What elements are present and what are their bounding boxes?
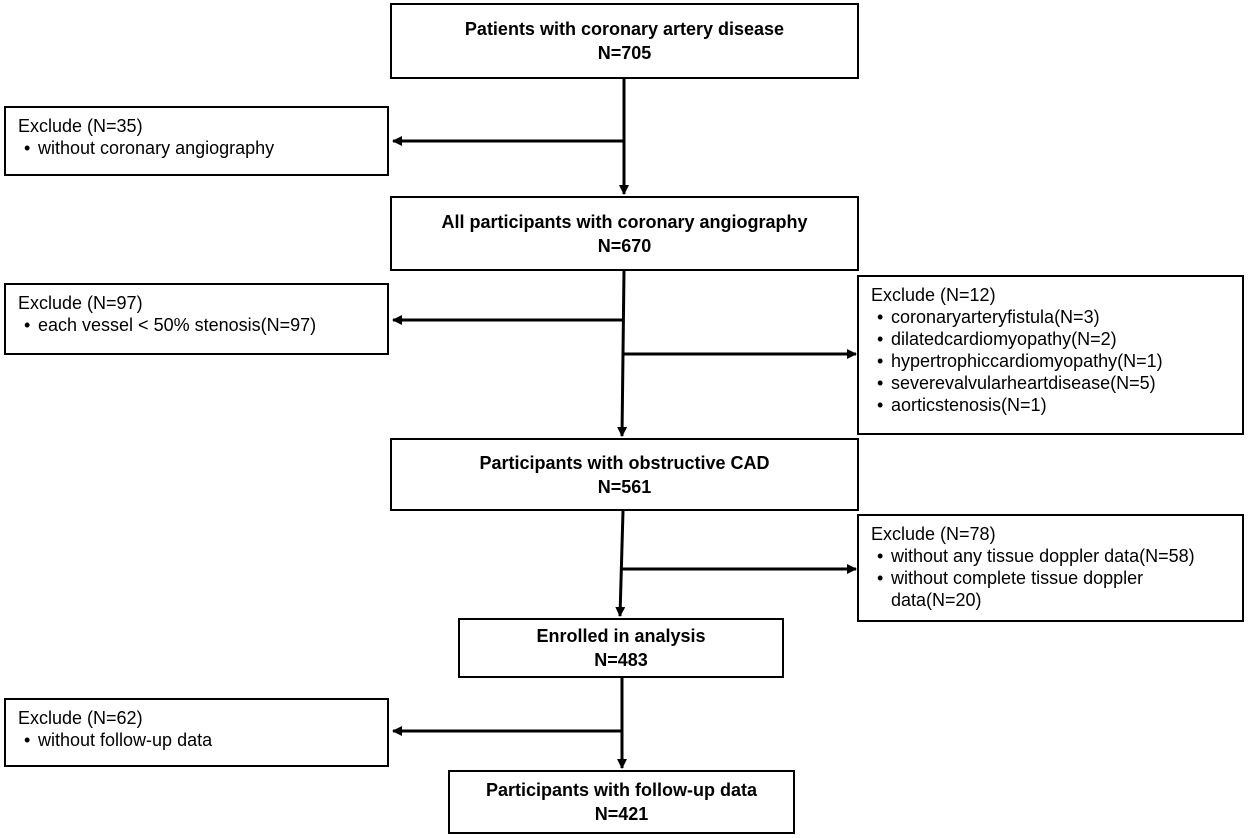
box-coronary-angiography: All participants with coronary angiograp… — [390, 196, 859, 271]
exclusion-header: Exclude (N=62) — [18, 708, 143, 728]
exclusion-box-78: Exclude (N=78) without any tissue dopple… — [857, 514, 1244, 622]
box-count: N=561 — [597, 476, 652, 497]
exclusion-item: severevalvularheartdisease(N=5) — [871, 372, 1230, 394]
box-count: N=483 — [594, 650, 648, 670]
exclusion-box-97: Exclude (N=97) each vessel < 50% stenosi… — [4, 283, 389, 355]
exclusion-list: without follow-up data — [18, 729, 375, 751]
exclusion-item: each vessel < 50% stenosis(N=97) — [18, 314, 375, 336]
exclusion-header: Exclude (N=78) — [871, 524, 996, 544]
box-title: Participants with follow-up data — [485, 780, 757, 800]
box-follow-up-data: Participants with follow-up data N=421 — [448, 770, 795, 834]
box-enrolled-in-analysis: Enrolled in analysis N=483 — [458, 618, 784, 678]
exclusion-item: coronaryarteryfistula(N=3) — [871, 306, 1230, 328]
exclusion-item: dilatedcardiomyopathy(N=2) — [871, 328, 1230, 350]
exclusion-list: coronaryarteryfistula(N=3) dilatedcardio… — [871, 306, 1230, 416]
box-count: N=670 — [597, 235, 652, 256]
box-count: N=705 — [597, 43, 652, 63]
box-count: N=421 — [594, 804, 649, 824]
exclusion-list: each vessel < 50% stenosis(N=97) — [18, 314, 375, 336]
exclusion-item: without coronary angiography — [18, 137, 375, 159]
exclusion-box-35: Exclude (N=35) without coronary angiogra… — [4, 106, 389, 176]
exclusion-item: without follow-up data — [18, 729, 375, 751]
exclusion-item: aorticstenosis(N=1) — [871, 394, 1230, 416]
arrow-561-to-483 — [615, 510, 626, 617]
box-coronary-artery-disease: Patients with coronary artery disease N=… — [390, 3, 859, 79]
exclusion-box-12: Exclude (N=12) coronaryarteryfistula(N=3… — [857, 275, 1244, 435]
exclusion-item: without complete tissue doppler data(N=2… — [871, 567, 1230, 611]
box-title: All participants with coronary angiograp… — [441, 211, 808, 232]
exclusion-box-62: Exclude (N=62) without follow-up data — [4, 698, 389, 767]
exclusion-item: without any tissue doppler data(N=58) — [871, 545, 1230, 567]
box-title: Participants with obstructive CAD — [479, 452, 770, 473]
exclusion-list: without coronary angiography — [18, 137, 375, 159]
exclusion-list: without any tissue doppler data(N=58) wi… — [871, 545, 1230, 611]
exclusion-header: Exclude (N=12) — [871, 285, 996, 305]
box-obstructive-cad: Participants with obstructive CAD N=561 — [390, 438, 859, 511]
box-title: Patients with coronary artery disease — [464, 19, 785, 39]
exclusion-header: Exclude (N=35) — [18, 116, 143, 136]
exclusion-header: Exclude (N=97) — [18, 293, 143, 313]
exclusion-item: hypertrophiccardiomyopathy(N=1) — [871, 350, 1230, 372]
box-title: Enrolled in analysis — [536, 626, 706, 646]
